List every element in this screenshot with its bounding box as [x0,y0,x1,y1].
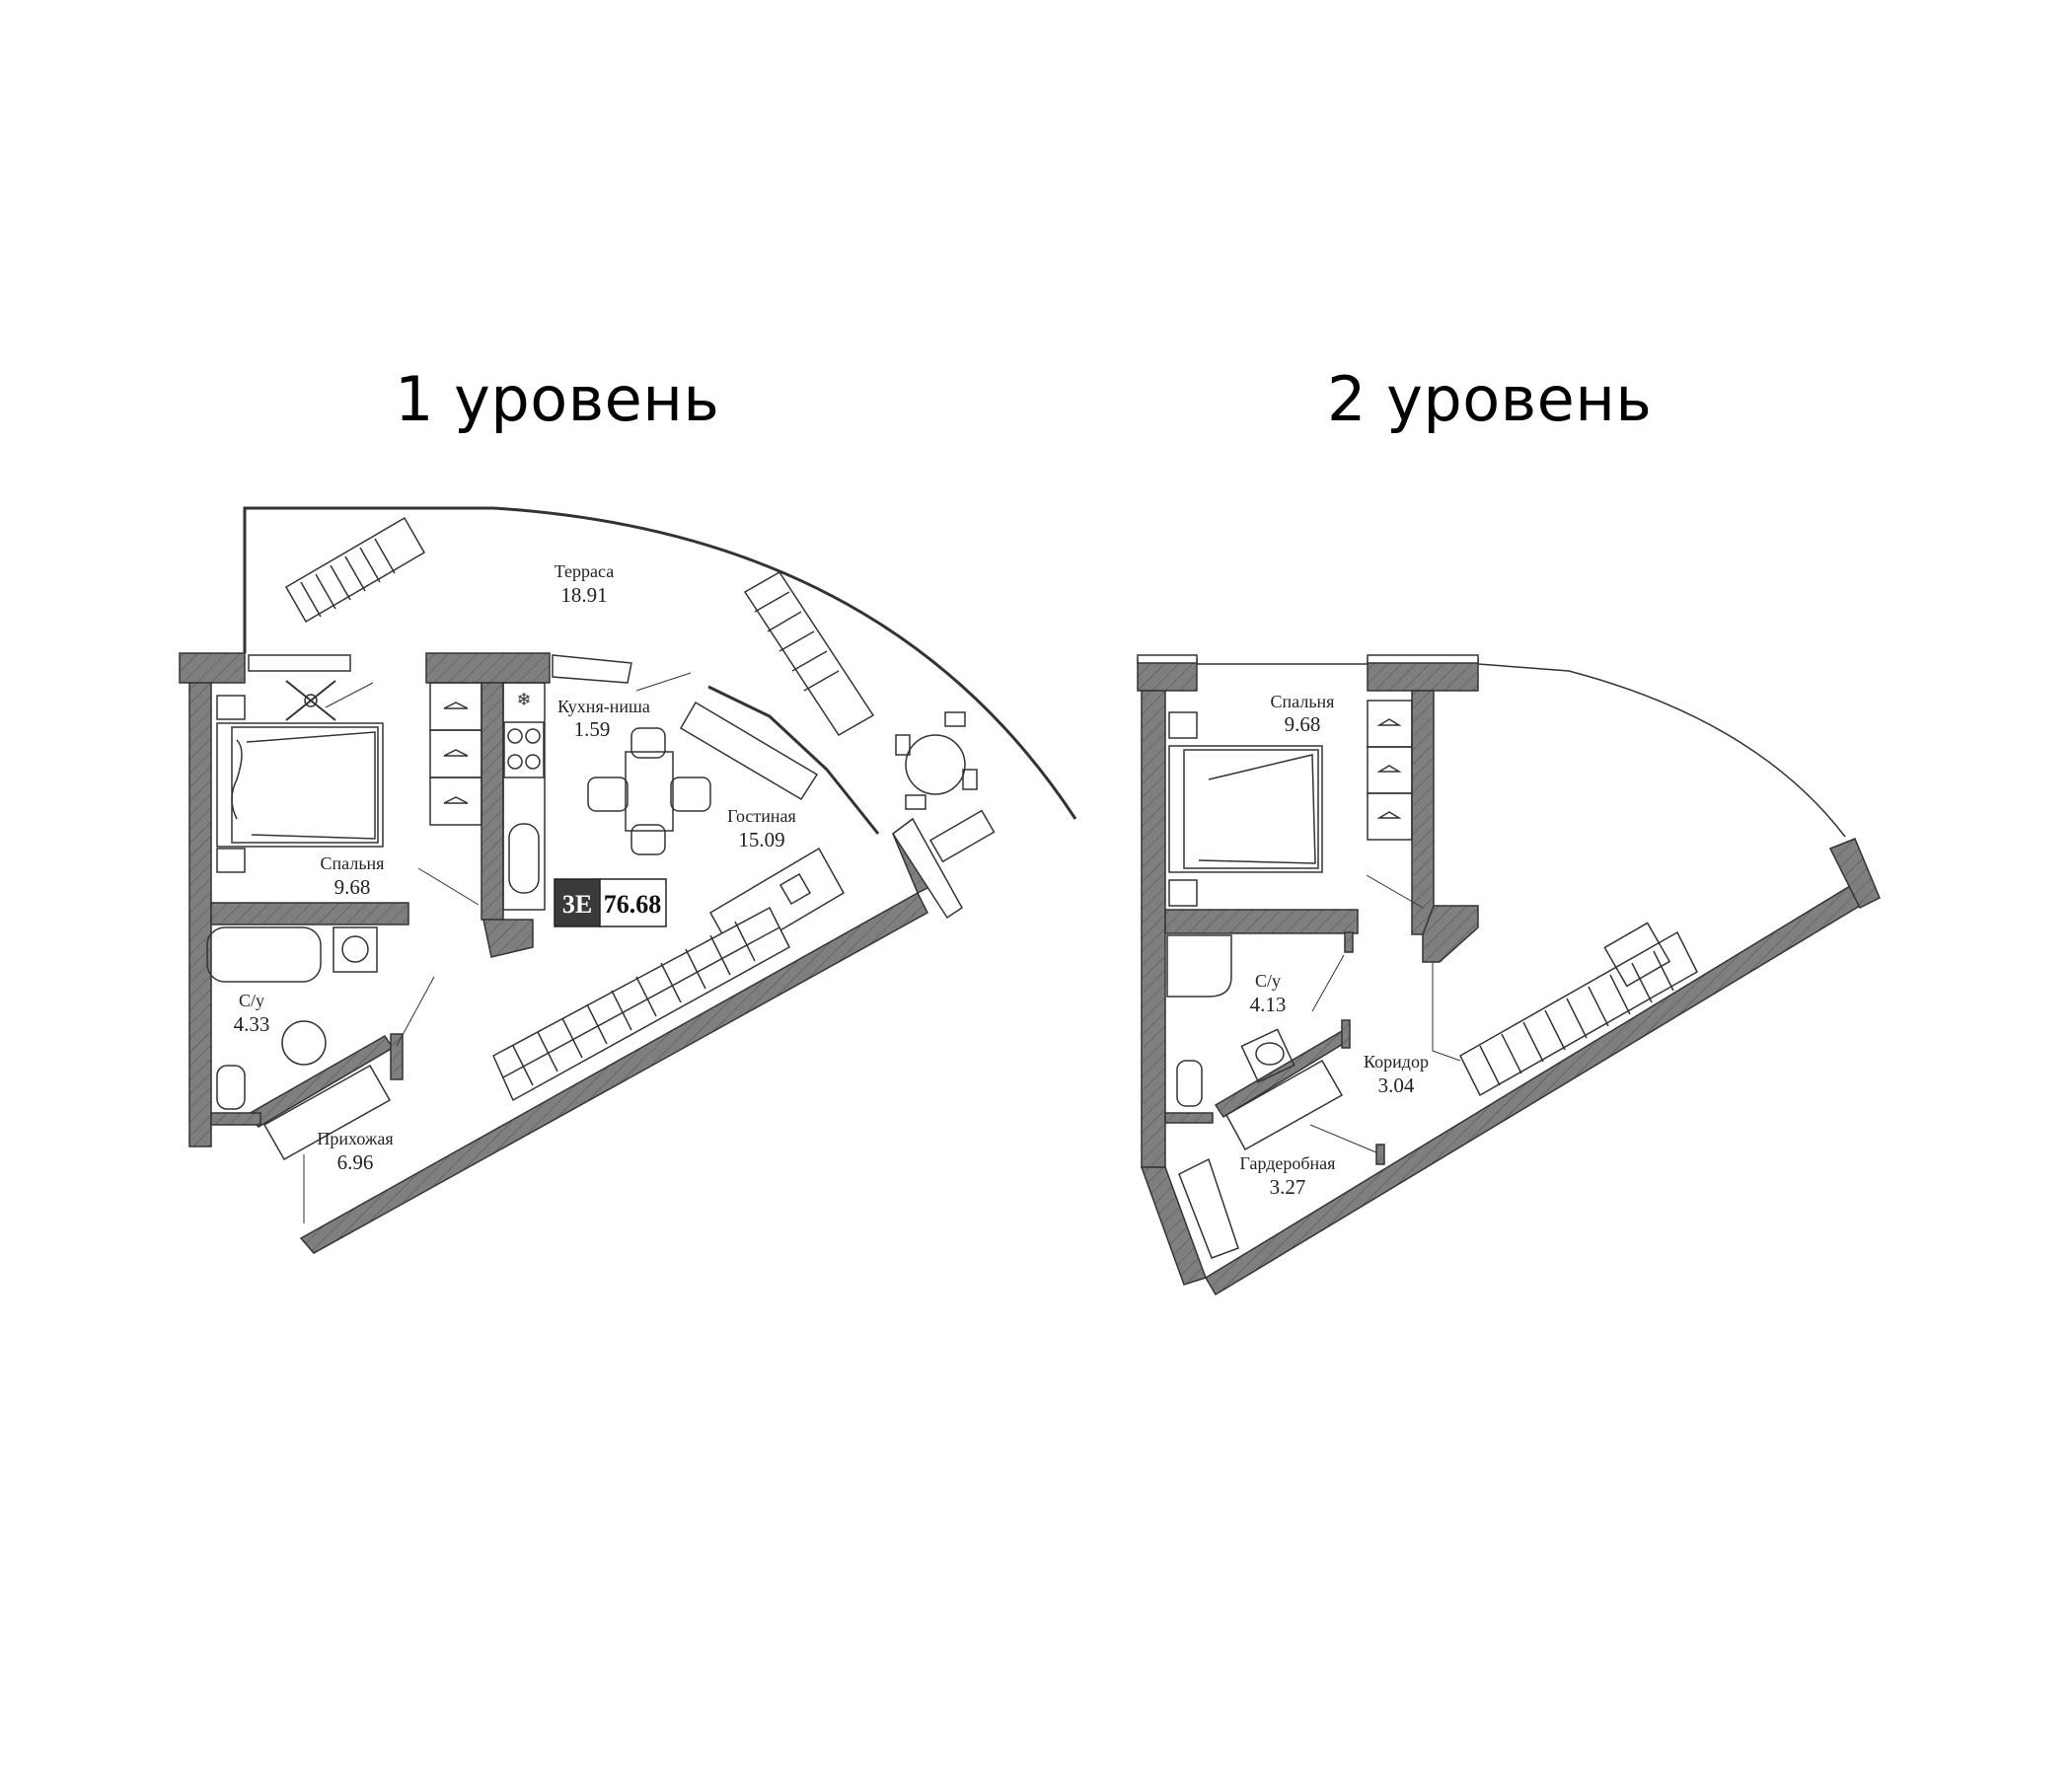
terrace-outline [243,506,1077,820]
washing-machine-icon [333,926,378,973]
level-2-plan [1137,654,1881,1296]
wall [210,1112,261,1126]
window [248,654,351,672]
room-kitchen-area: 1.59 [574,717,611,741]
wall [1164,1112,1214,1124]
shower-icon [1166,934,1232,998]
bathtub-icon [206,926,322,983]
wall [1411,690,1435,935]
wall [179,652,246,684]
wall [1137,658,1198,692]
nightstand-icon [216,848,246,873]
wall [1140,1166,1207,1286]
l2-room-bathroom-name: С/у [1255,971,1281,991]
l2-room-bathroom-area: 4.13 [1250,993,1287,1016]
room-bathroom-area: 4.33 [234,1012,270,1036]
level-1-title: 1 уровень [395,363,720,435]
lounger-icon [928,809,996,863]
wall [1375,1144,1385,1165]
wall [210,902,409,925]
nightstand-icon [216,695,246,720]
wall [425,652,551,684]
room-bedroom-name: Спальня [321,853,385,873]
wall [1828,838,1881,910]
apartment-total-area: 76.68 [604,890,662,919]
closet-icon [1178,1157,1239,1259]
room-living-name: Гостиная [727,806,796,826]
l2-room-corridor-area: 3.04 [1378,1073,1415,1097]
apartment-type-code: 3E [562,890,592,919]
sink-icon [1240,1028,1295,1083]
wardrobe-icon [429,682,482,826]
tv-console-icon [679,701,819,801]
wall [188,682,212,1147]
sink-icon [281,1020,327,1066]
room-hallway-name: Прихожая [317,1129,393,1148]
wall [1367,654,1479,664]
level-1-plan: ❄ [179,506,1077,1254]
bed-icon [216,722,384,848]
svg-text:❄: ❄ [516,690,531,709]
room-bedroom-area: 9.68 [334,875,371,899]
deck-chair-icon [284,516,426,624]
l2-room-bedroom-area: 9.68 [1285,712,1321,736]
railing [1197,663,1846,838]
wardrobe-icon [1367,700,1413,841]
l2-room-corridor-name: Коридор [1364,1052,1429,1072]
wall [481,682,504,921]
l2-room-dressing-name: Гардеробная [1240,1153,1336,1173]
wall [299,891,928,1254]
l2-room-dressing-area: 3.27 [1270,1175,1306,1199]
wall [1137,654,1198,664]
room-bathroom-name: С/у [239,991,264,1010]
staircase-icon [1459,922,1698,1097]
wall [1422,905,1479,963]
toilet-icon [1176,1060,1203,1107]
room-terrace-name: Терраса [555,561,615,581]
room-kitchen-name: Кухня-ниша [557,697,650,716]
level-2-title: 2 уровень [1327,363,1653,435]
l2-room-bedroom-name: Спальня [1271,692,1335,711]
apartment-badge: 3E 76.68 [554,878,667,927]
window [552,654,632,684]
plant-icon [285,680,336,721]
wall [1164,909,1359,934]
wall [1141,690,1166,1168]
staircase-icon [492,906,790,1102]
toilet-icon [216,1065,246,1110]
wall [1204,881,1866,1296]
wall [1344,931,1354,953]
wall [1367,658,1479,692]
deck-chair-icon [743,570,875,737]
bed-icon [1168,745,1323,873]
dining-table-icon [587,727,711,855]
wall [891,817,963,920]
entry-wardrobe-icon [262,1064,392,1161]
wardrobe-icon [1224,1059,1344,1151]
wall [1214,1029,1350,1119]
wall [390,1033,404,1080]
wall [1341,1019,1351,1049]
nightstand-icon [1168,711,1198,739]
room-terrace-area: 18.91 [560,583,607,607]
room-hallway-area: 6.96 [337,1150,374,1174]
round-table-icon [895,711,978,810]
glass-partition [707,685,880,835]
wall [245,1035,395,1128]
wall [482,919,534,958]
nightstand-icon [1168,879,1198,907]
room-living-area: 15.09 [738,828,784,851]
kitchen-icon: ❄ [502,682,546,911]
